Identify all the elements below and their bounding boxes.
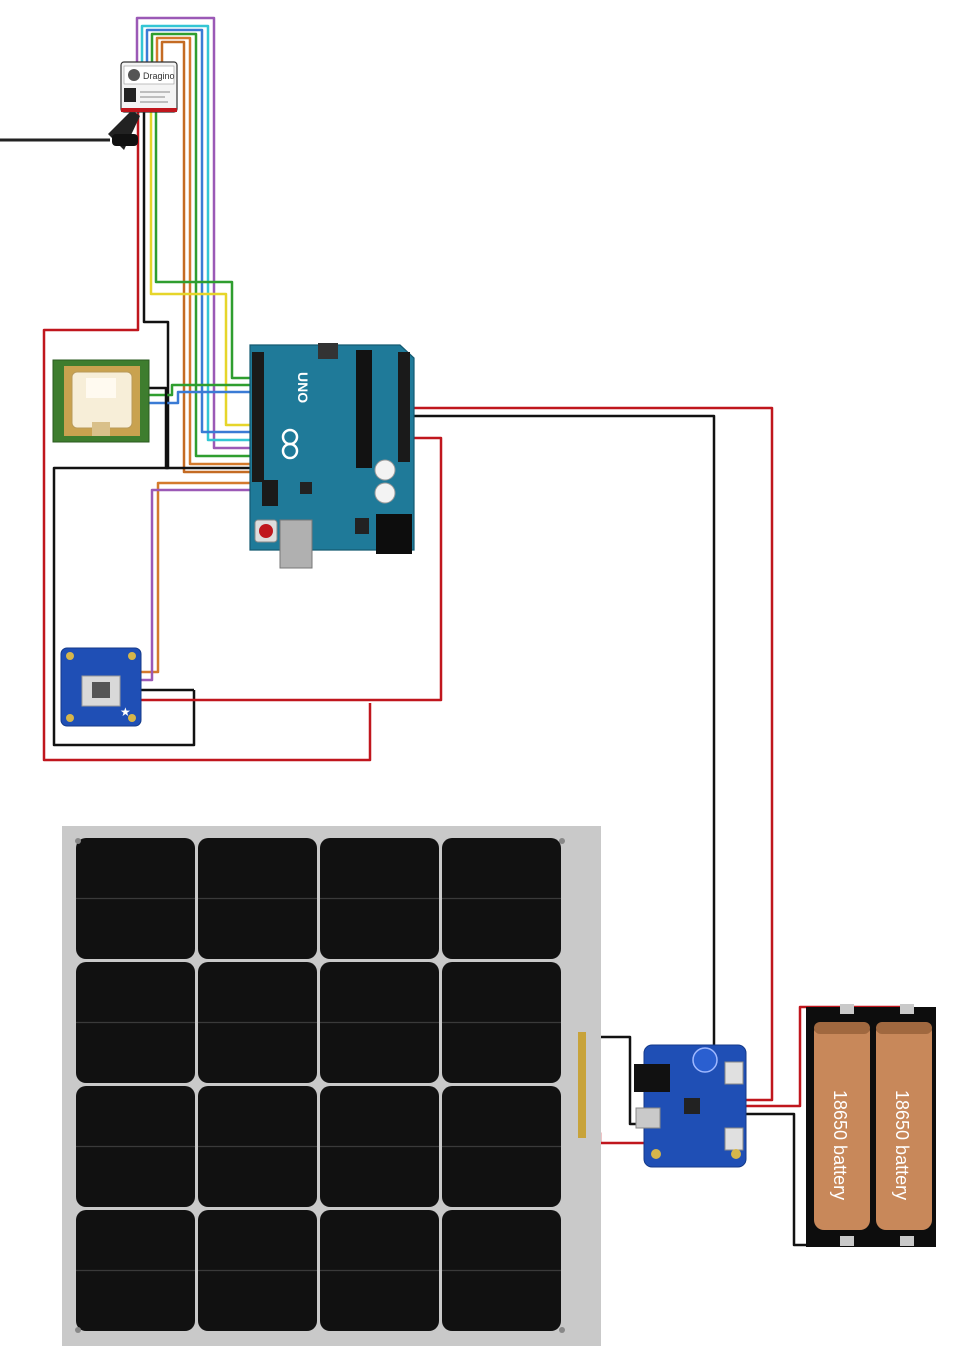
- battery-holder: 18650 battery 18650 battery: [806, 1004, 936, 1247]
- battery-right: 18650 battery: [876, 1022, 932, 1230]
- lora-brand-label: Dragino: [143, 71, 175, 81]
- wire-black-lora: [52, 112, 196, 747]
- wire-blue-gps: [148, 390, 250, 405]
- battery-left: 18650 battery: [814, 1022, 870, 1230]
- solar-cells: [76, 838, 561, 1331]
- wire-red-sensor: [140, 436, 443, 702]
- wire-red-lora: [42, 112, 372, 762]
- wire-purple-sensor: [140, 488, 250, 682]
- wire-red-arduino-charger: [412, 406, 774, 1102]
- wire-green-gps: [148, 383, 250, 397]
- arduino-uno: UNO: [249, 343, 415, 569]
- wire-yellow-lora-low: [149, 112, 250, 427]
- solar-panel: [62, 826, 601, 1346]
- arduino-model-label: UNO: [295, 372, 311, 403]
- battery-right-label: 18650 battery: [892, 1090, 912, 1200]
- solar-charger-board: [634, 1044, 747, 1168]
- battery-left-label: 18650 battery: [830, 1090, 850, 1200]
- wire-purple-lora: [135, 16, 250, 450]
- svg-text:★: ★: [120, 705, 131, 719]
- wire-orange2-lora: [160, 40, 250, 474]
- wire-orange-lora: [155, 36, 250, 466]
- lora-module: Dragino: [120, 61, 178, 113]
- wire-black-gps: [148, 386, 250, 470]
- wire-green-lora: [150, 32, 250, 458]
- sensor-module: ★: [60, 647, 142, 727]
- gps-module: [52, 359, 150, 443]
- wire-blue-lora: [145, 28, 250, 434]
- antenna: [0, 110, 140, 150]
- wire-orange-sensor: [140, 481, 250, 674]
- wire-black-arduino-charger: [412, 414, 716, 1045]
- wire-green-lora-low: [154, 112, 250, 380]
- wire-cyan-lora: [140, 24, 250, 442]
- arduino-logo: [281, 428, 299, 460]
- wires: [42, 16, 905, 1247]
